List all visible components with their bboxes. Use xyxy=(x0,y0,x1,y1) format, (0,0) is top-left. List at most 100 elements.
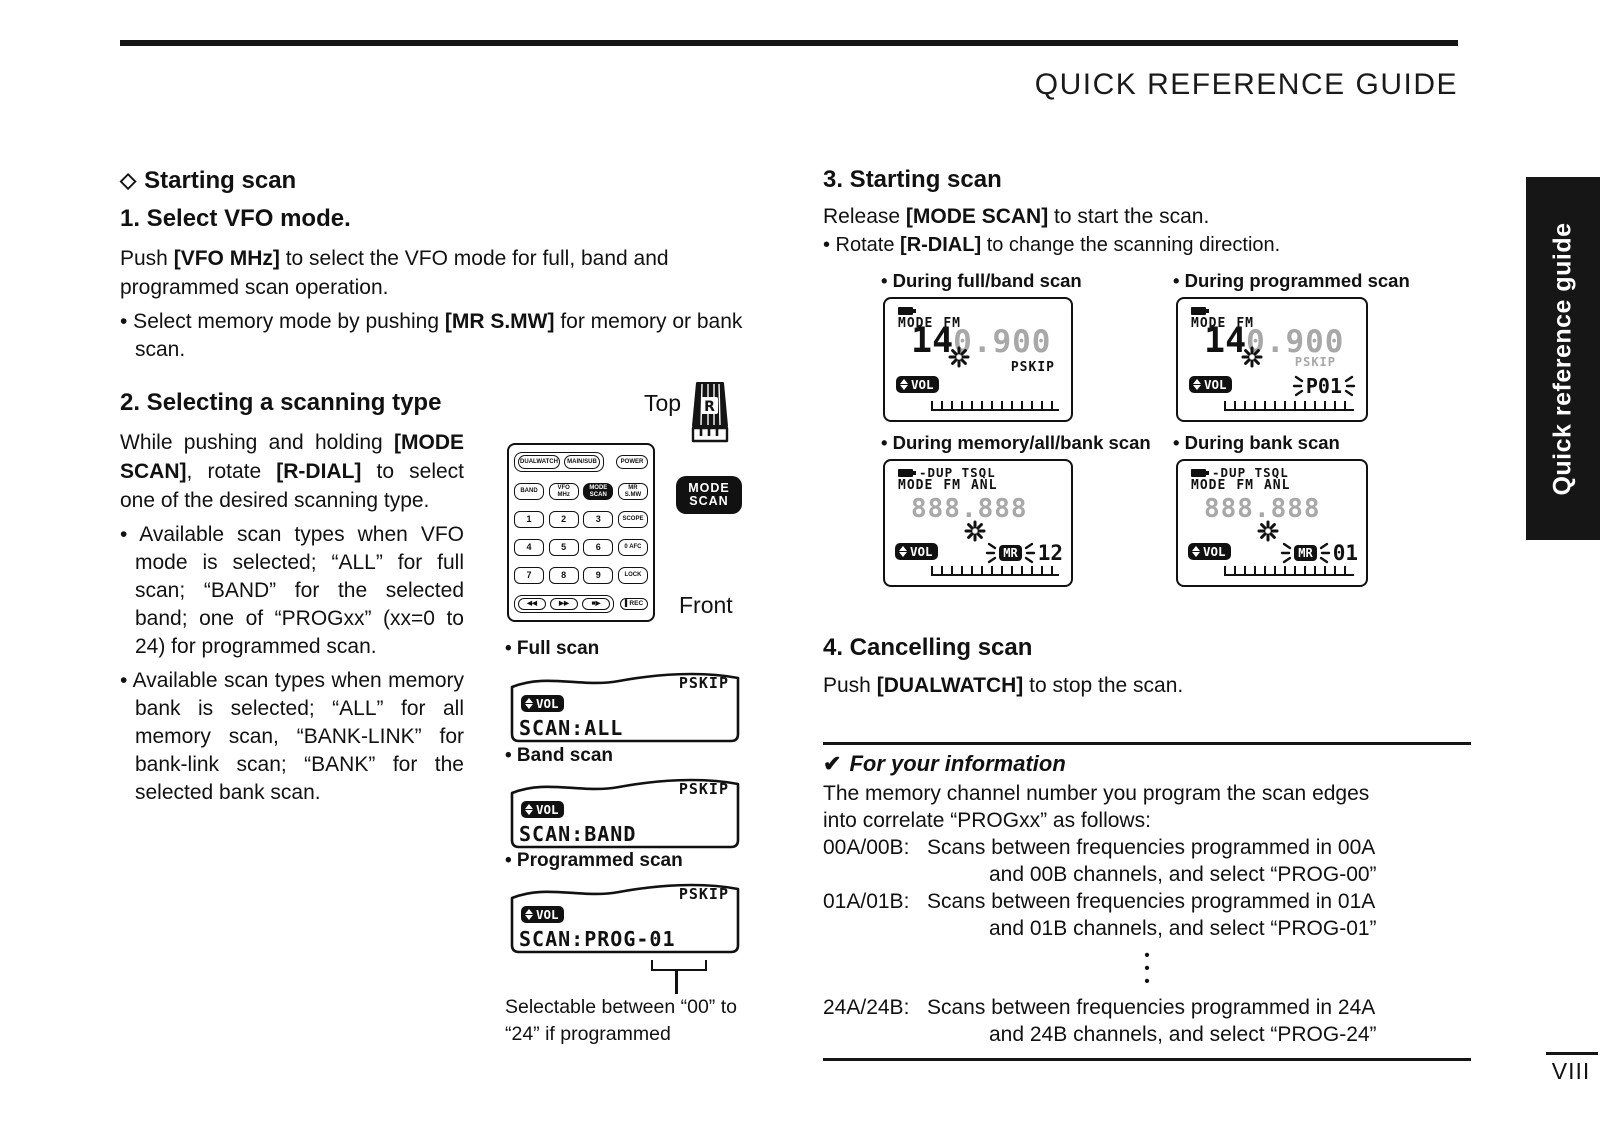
info-item-24: 24A/24B: Scans between frequencies progr… xyxy=(823,996,1377,1046)
lcd-full-scan: PSKIP VOL SCAN:ALL xyxy=(505,663,745,745)
afc-button: 0 AFC xyxy=(617,539,648,556)
diamond-icon: ◇ xyxy=(120,169,137,192)
svg-text:R: R xyxy=(704,399,715,415)
for-your-information-box: ✔ For your information The memory channe… xyxy=(823,742,1471,1061)
battery-icon xyxy=(898,469,916,477)
battery-icon xyxy=(898,307,916,315)
flash-rays-icon xyxy=(1292,375,1304,397)
flash-rays-icon xyxy=(1344,375,1356,397)
scan-flash-icon xyxy=(948,346,970,368)
fast-forward-button: ▶▶ xyxy=(550,598,578,610)
frequency-readout-flashing: 888.888 xyxy=(911,494,1028,524)
bullet-rotate-rdial: • Rotate [R-DIAL] to change the scanning… xyxy=(823,234,1281,256)
flash-rays-icon xyxy=(1319,542,1330,564)
dup-tsql-line: -DUP TSQL xyxy=(919,465,996,480)
updown-icon xyxy=(900,379,908,390)
top-label: Top xyxy=(644,390,682,416)
bank-channel-number: 01 xyxy=(1332,541,1358,565)
updown-icon xyxy=(1193,379,1201,390)
scan-flash-icon xyxy=(1241,346,1263,368)
flash-rays-icon xyxy=(986,542,997,564)
top-rule xyxy=(120,40,1458,46)
label-during-fullband: • During full/band scan xyxy=(881,270,1082,291)
scan-readout: SCAN:BAND xyxy=(519,822,637,846)
vol-badge: VOL xyxy=(521,906,564,923)
scale-ruler xyxy=(931,566,1059,576)
vfo-mhz-button: VFO MHz xyxy=(548,483,579,500)
flash-rays-icon xyxy=(1024,542,1035,564)
scope-button: SCOPE xyxy=(617,511,648,528)
r-dial-knob-icon: R xyxy=(691,382,729,443)
key-6: 6 xyxy=(583,539,614,556)
scan-readout: SCAN:ALL xyxy=(519,716,624,740)
heading-scanning-type: 2. Selecting a scanning type xyxy=(120,389,442,416)
frequency-readout: 140.900 xyxy=(911,321,1052,361)
frequency-readout-flashing: 888.888 xyxy=(1204,494,1321,524)
lock-button: LOCK xyxy=(617,567,648,584)
memory-channel-flashing: MR 12 xyxy=(985,538,1063,568)
info-intro-2: into correlate “PROGxx” as follows: xyxy=(823,809,1151,832)
section-tab-label: Quick reference guide xyxy=(1548,221,1577,496)
paragraph-mode-scan: While pushing and holding [MODE SCAN], r… xyxy=(120,431,465,512)
scan-flash-icon xyxy=(964,520,986,542)
mr-badge: MR xyxy=(999,545,1022,561)
pskip-indicator: PSKIP xyxy=(678,780,729,798)
updown-icon xyxy=(1192,546,1200,557)
paragraph-release: Release [MODE SCAN] to start the scan. xyxy=(823,205,1210,228)
label-during-memory: • During memory/all/bank scan xyxy=(881,432,1151,453)
vol-badge: VOL xyxy=(895,543,938,560)
band-button: BAND xyxy=(514,483,544,500)
bullet-memory-scan-types: • Available scan types when memory bank … xyxy=(120,669,464,804)
section-tab: Quick reference guide xyxy=(1526,177,1600,540)
dualwatch-button: DUALWATCH xyxy=(518,455,560,469)
left-column: ◇ Starting scan 1. Select VFO mode. Push… xyxy=(120,166,760,813)
dualwatch-mainsub-group: DUALWATCH MAIN/SUB xyxy=(514,452,604,472)
vol-badge: VOL xyxy=(896,376,939,393)
vol-badge: VOL xyxy=(521,801,564,818)
narrow-text-block: While pushing and holding [MODE SCAN], r… xyxy=(120,428,464,807)
key-7: 7 xyxy=(514,567,544,584)
flash-rays-icon xyxy=(1281,542,1292,564)
paragraph-vfo: Push [VFO MHz] to select the VFO mode fo… xyxy=(120,247,669,299)
bullet-memory-mode: • Select memory mode by pushing [MR S.MW… xyxy=(120,310,743,361)
key-5: 5 xyxy=(548,539,579,556)
page-number-rule xyxy=(1546,1052,1598,1055)
vol-badge: VOL xyxy=(521,695,564,712)
vol-badge: VOL xyxy=(1188,543,1231,560)
scale-ruler xyxy=(1224,401,1354,411)
page-title: QUICK REFERENCE GUIDE xyxy=(1034,68,1458,101)
frequency-readout: 140.900 xyxy=(1204,321,1345,361)
scan-readout: SCAN:PROG-01 xyxy=(519,927,676,951)
rec-button: ▌REC xyxy=(620,598,648,610)
paragraph-cancel: Push [DUALWATCH] to stop the scan. xyxy=(823,674,1184,697)
info-intro-1: The memory channel number you program th… xyxy=(823,782,1370,805)
prog-number-flashing: P01 xyxy=(1292,371,1356,401)
pskip-indicator: PSKIP xyxy=(678,674,729,692)
transport-group: ◀◀ ▶▶ ■▶ xyxy=(514,595,614,613)
bullet-vfo-scan-types: • Available scan types when VFO mode is … xyxy=(120,523,464,658)
mode-scan-key: MODE SCAN xyxy=(583,483,614,500)
check-icon: ✔ xyxy=(823,751,842,776)
heading-starting-scan-3: 3. Starting scan xyxy=(823,166,1002,193)
lcd-frame xyxy=(510,778,740,849)
updown-icon xyxy=(525,804,533,815)
key-8: 8 xyxy=(548,567,579,584)
memory-channel-number: 12 xyxy=(1037,541,1063,565)
vol-badge: VOL xyxy=(1189,376,1232,393)
mr-smw-button: MR S.MW xyxy=(617,483,648,500)
heading-select-vfo: 1. Select VFO mode. xyxy=(120,205,351,232)
info-item-00: 00A/00B: Scans between frequencies progr… xyxy=(823,836,1377,886)
pskip-indicator: PSKIP xyxy=(678,885,729,903)
lcd-programmed-scan: PSKIP VOL SCAN:PROG-01 xyxy=(505,874,745,956)
label-during-bank: • During bank scan xyxy=(1173,432,1340,453)
battery-icon xyxy=(1191,469,1209,477)
updown-icon xyxy=(525,909,533,920)
play-button: ■▶ xyxy=(582,598,610,610)
